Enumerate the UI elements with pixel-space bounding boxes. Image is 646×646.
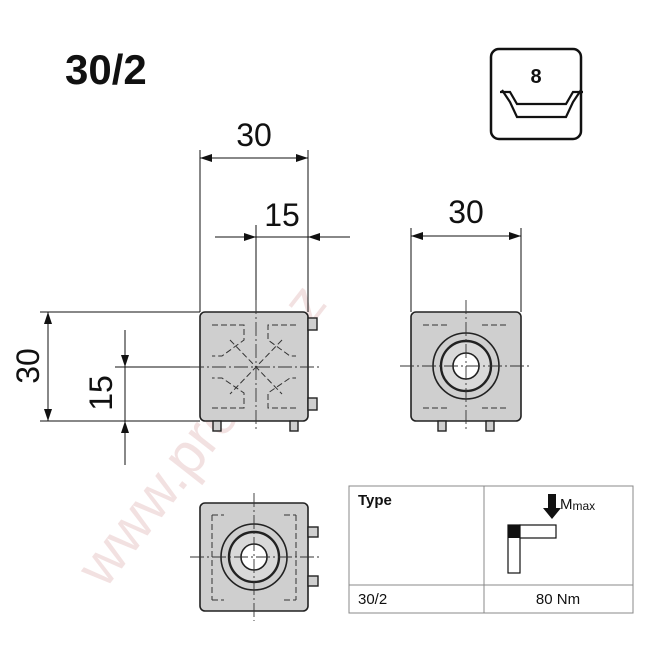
dim-front-half-width: 15	[264, 197, 300, 233]
side-view: 30	[400, 194, 532, 432]
bottom-view	[190, 493, 320, 621]
table-header-type: Type	[358, 492, 392, 509]
slot-size-badge: 8	[489, 47, 583, 141]
front-view: 30 15 30 15	[10, 117, 350, 465]
moment-icon	[507, 494, 561, 574]
dim-front-half-height: 15	[83, 375, 119, 411]
dim-front-width: 30	[236, 117, 272, 153]
table-cell-type: 30/2	[358, 591, 387, 608]
table-cell-moment: 80 Nm	[536, 591, 580, 608]
table-header-moment: Mmax	[560, 496, 595, 513]
moment-symbol: M	[560, 496, 573, 513]
moment-subscript: max	[573, 499, 596, 513]
dim-front-height: 30	[10, 348, 46, 384]
slot-size-label: 8	[530, 66, 541, 88]
dim-side-width: 30	[448, 194, 484, 230]
part-title: 30/2	[65, 46, 147, 93]
spec-table: Type Mmax 30/2 80 Nm	[348, 485, 634, 614]
